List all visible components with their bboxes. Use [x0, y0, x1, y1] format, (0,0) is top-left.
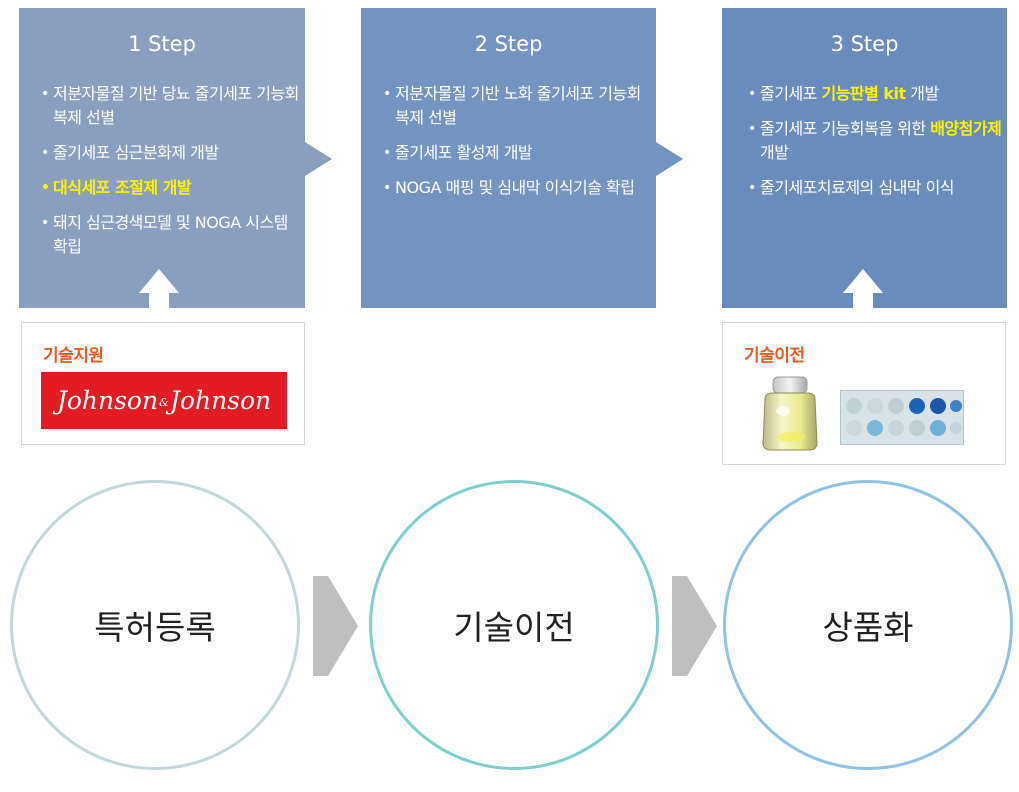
- item-text: 줄기세포치료제의 심내막 이식: [760, 178, 955, 197]
- step-2-chevron-arrow: [656, 142, 683, 176]
- step-2-title: 2 Step: [474, 32, 543, 56]
- right-arrow-icon: [672, 576, 717, 676]
- stage-label: 상품화: [822, 608, 914, 647]
- stage-patent-circle: 특허등록: [10, 480, 300, 770]
- step-1-item: 대식세포 조절제 개발: [41, 176, 301, 200]
- step-1-title: 1 Step: [128, 32, 196, 56]
- reagent-jar-icon: [762, 376, 818, 451]
- step-2-item: 줄기세포 활성제 개발: [383, 141, 653, 165]
- stage-commercialization-circle: 상품화: [723, 480, 1013, 770]
- item-text: 개발: [905, 84, 939, 103]
- step-3-item: 줄기세포 기능회복을 위한 배양첨가제 개발: [748, 117, 1003, 165]
- item-highlight: 기능판별 kit: [821, 84, 906, 103]
- item-text: 개발: [760, 143, 789, 162]
- step-2-item: 저분자물질 기반 노화 줄기세포 기능회복제 선별: [383, 82, 653, 130]
- johnson-johnson-logo: Johnson&Johnson: [41, 372, 287, 429]
- right-arrow-icon: [313, 576, 358, 676]
- step-1-panel: 1 Step 저분자물질 기반 당뇨 줄기세포 기능회복제 선별 줄기세포 심근…: [19, 8, 305, 308]
- step-2-item: NOGA 매핑 및 심내막 이식기술 확립: [383, 176, 653, 200]
- logo-text: &: [159, 396, 169, 409]
- step-1-chevron-arrow: [305, 142, 332, 176]
- item-highlight: 배양첨가제: [930, 119, 1002, 138]
- step-1-item: 돼지 심근경색모델 및 NOGA 시스템 확립: [41, 211, 301, 259]
- well-plate-icon: [840, 390, 964, 445]
- tech-support-label: 기술지원: [43, 346, 104, 366]
- tech-transfer-label: 기술이전: [744, 346, 805, 366]
- step-2-panel: 2 Step 저분자물질 기반 노화 줄기세포 기능회복제 선별 줄기세포 활성…: [361, 8, 656, 308]
- stage-label: 기술이전: [453, 608, 575, 647]
- step-3-title: 3 Step: [830, 32, 899, 56]
- item-text: 줄기세포 기능회복을 위한: [760, 119, 931, 138]
- tech-support-box: 기술지원 Johnson&Johnson: [21, 322, 305, 445]
- stage-transfer-circle: 기술이전: [369, 480, 659, 770]
- up-arrow-icon: [139, 269, 179, 323]
- logo-text: Johnson: [56, 386, 159, 415]
- logo-text: Johnson: [169, 386, 272, 415]
- step-1-item: 줄기세포 심근분화제 개발: [41, 141, 301, 165]
- step-3-item: 줄기세포 기능판별 kit 개발: [748, 82, 1003, 106]
- step-1-list: 저분자물질 기반 당뇨 줄기세포 기능회복제 선별 줄기세포 심근분화제 개발 …: [41, 82, 301, 270]
- tech-transfer-box: 기술이전: [722, 322, 1006, 465]
- step-3-item: 줄기세포치료제의 심내막 이식: [748, 176, 1003, 200]
- stage-label: 특허등록: [94, 608, 216, 647]
- step-3-list: 줄기세포 기능판별 kit 개발 줄기세포 기능회복을 위한 배양첨가제 개발 …: [748, 82, 1003, 211]
- item-text: 줄기세포: [760, 84, 822, 103]
- step-2-list: 저분자물질 기반 노화 줄기세포 기능회복제 선별 줄기세포 활성제 개발 NO…: [383, 82, 653, 211]
- up-arrow-icon: [843, 269, 883, 323]
- step-1-item: 저분자물질 기반 당뇨 줄기세포 기능회복제 선별: [41, 82, 301, 130]
- step-3-panel: 3 Step 줄기세포 기능판별 kit 개발 줄기세포 기능회복을 위한 배양…: [722, 8, 1007, 308]
